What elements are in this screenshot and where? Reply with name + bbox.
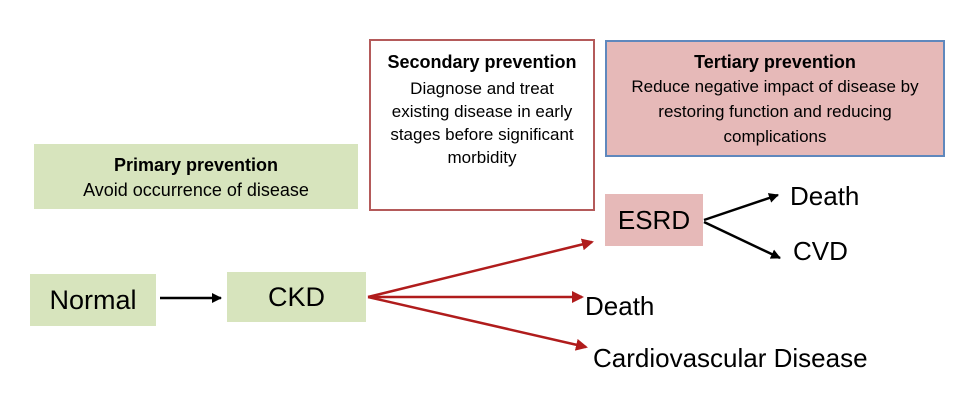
arrow-esrd-to-death	[703, 193, 779, 222]
cardiovascular-disease-outcome-ckd: Cardiovascular Disease	[593, 343, 868, 373]
arrow-esrd-to-cvd	[703, 220, 781, 260]
primary-prevention-title: Primary prevention	[113, 155, 279, 175]
death-outcome-esrd: Death	[790, 181, 860, 211]
normal-node: Normal	[30, 274, 156, 326]
tertiary-prevention-box: Tertiary prevention Reduce negative impa…	[605, 40, 945, 157]
cvd-outcome-esrd: CVD	[793, 236, 848, 266]
primary-prevention-body: Avoid occurrence of disease	[83, 180, 309, 200]
death-outcome-ckd: Death	[585, 291, 655, 321]
secondary-prevention-body: Diagnose and treat existing disease in e…	[390, 79, 574, 167]
arrow-ckd-to-cvd	[367, 295, 588, 351]
secondary-prevention-box: Secondary prevention Diagnose and treat …	[369, 39, 595, 211]
esrd-node: ESRD	[605, 194, 703, 246]
secondary-prevention-title: Secondary prevention	[387, 52, 577, 72]
ckd-node: CKD	[227, 272, 366, 322]
tertiary-prevention-body: Reduce negative impact of disease by res…	[631, 77, 919, 146]
arrow-ckd-to-esrd	[367, 238, 594, 299]
primary-prevention-box: Primary prevention Avoid occurrence of d…	[34, 144, 358, 209]
tertiary-prevention-title: Tertiary prevention	[694, 52, 856, 72]
